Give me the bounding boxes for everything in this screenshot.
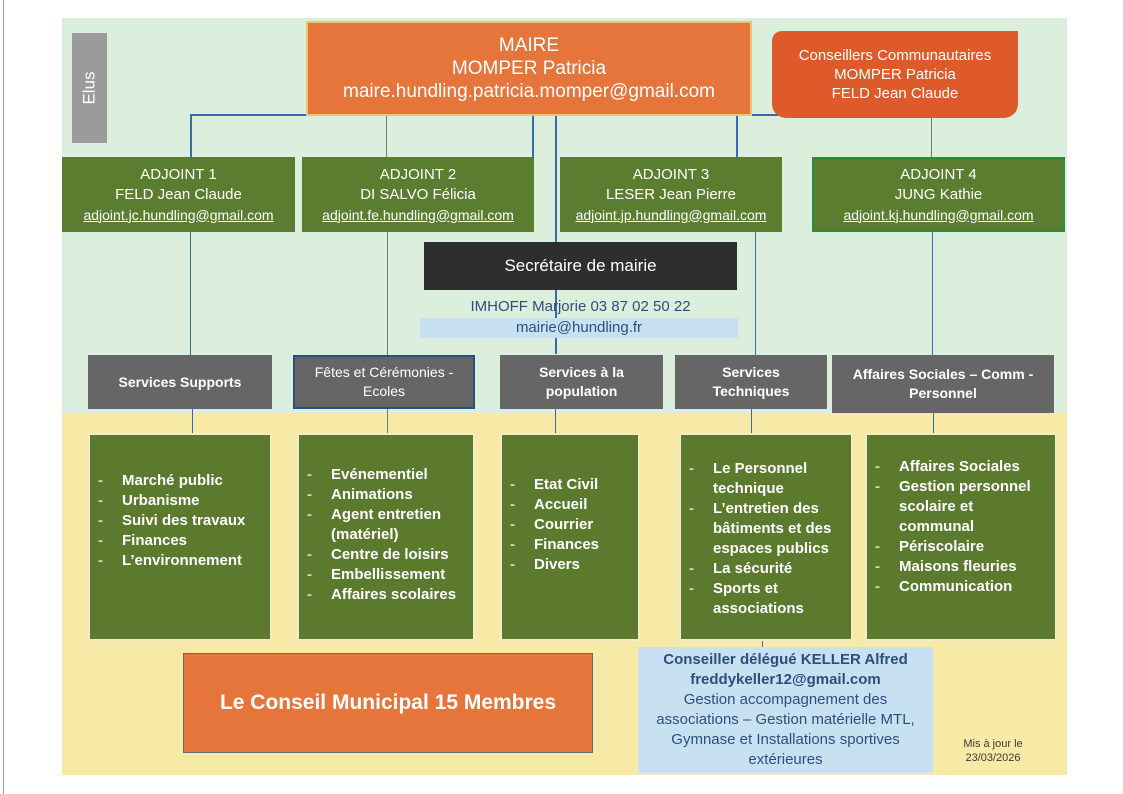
list-item: -Sports et associations [689, 580, 804, 617]
deputy-3-box: ADJOINT 3 LESER Jean Pierre adjoint.jp.h… [560, 157, 782, 232]
deputy-name: FELD Jean Claude [115, 185, 242, 203]
service-header-supports: Services Supports [88, 355, 272, 409]
list-item: -L’entretien des bâtiments et des espace… [689, 500, 832, 557]
list-item: -Affaires Sociales [875, 458, 1020, 475]
page-edge [3, 0, 4, 794]
deputy-1-box: ADJOINT 1 FELD Jean Claude adjoint.jc.hu… [62, 157, 295, 232]
list-item: -Finances [510, 536, 600, 553]
mayor-name: MOMPER Patricia [451, 58, 607, 79]
deputy-name: JUNG Kathie [894, 185, 983, 203]
community-councillors-title: Conseillers Communautaires [798, 47, 992, 64]
connector-line [555, 114, 557, 354]
connector-line [190, 114, 192, 158]
connector-line [532, 116, 534, 158]
delegate-email[interactable]: freddykeller12@gmail.com [690, 671, 881, 688]
deputy-name: DI SALVO Félicia [360, 185, 476, 203]
list-item: -Périscolaire [875, 538, 985, 555]
task-list-techniques: -Le Personnel technique -L’entretien des… [679, 433, 853, 641]
list-item: -Suivi des travaux [98, 512, 246, 529]
task-list-social: -Affaires Sociales -Gestion personnel sc… [865, 433, 1057, 641]
list-item: -Gestion personnel scolaire et communal [875, 478, 1031, 535]
secretary-contact: IMHOFF Marjorie 03 87 02 50 22 [470, 298, 691, 315]
task-list-population: -Etat Civil -Accueil -Courrier -Finances… [500, 433, 640, 641]
community-councillor-name: MOMPER Patricia [834, 66, 956, 83]
connector-line [736, 114, 738, 158]
list-item: -Affaires scolaires [307, 586, 457, 603]
connector-line [192, 409, 193, 435]
connector-line [762, 641, 763, 649]
municipal-council-box: Le Conseil Municipal 15 Membres [183, 653, 593, 753]
task-list-fetes: -Evénementiel -Animations -Agent entreti… [297, 433, 475, 641]
delegate-councillor-box: Conseiller délégué KELLER Alfred freddyk… [638, 647, 933, 773]
service-header-population: Services à la population [500, 355, 663, 409]
deputy-email-link[interactable]: adjoint.jc.hundling@gmail.com [83, 206, 274, 223]
mayor-email[interactable]: maire.hundling.patricia.momper@gmail.com [343, 81, 715, 102]
deputy-email-link[interactable]: adjoint.jp.hundling@gmail.com [575, 206, 767, 223]
connector-line [387, 232, 388, 356]
list-item: -Embellissement [307, 566, 446, 583]
secretary-title: Secrétaire de mairie [504, 256, 657, 275]
connector-line [751, 409, 752, 435]
delegate-title: Conseiller délégué KELLER Alfred [663, 651, 908, 668]
list-item: -Accueil [510, 496, 588, 513]
list-item: -Evénementiel [307, 466, 428, 483]
service-label: Affaires Sociales – Comm - Personnel [852, 366, 1034, 401]
connector-line [932, 232, 933, 356]
connector-line [555, 409, 556, 435]
connector-line [190, 114, 308, 116]
mayor-title: MAIRE [498, 35, 560, 56]
list-item: -Etat Civil [510, 476, 599, 493]
list-item: -La sécurité [689, 560, 793, 577]
delegate-description: Gestion accompagnement des associations … [656, 691, 915, 768]
mayor-box: MAIRE MOMPER Patricia maire.hundling.pat… [306, 21, 752, 116]
elus-label: Elus [72, 33, 107, 143]
service-header-techniques: Services Techniques [675, 355, 827, 409]
task-list-supports: -Marché public -Urbanisme -Suivi des tra… [88, 433, 272, 641]
list-item: -Urbanisme [98, 492, 200, 509]
community-councillor-name: FELD Jean Claude [831, 85, 959, 102]
service-label: Services Techniques [712, 364, 790, 399]
connector-line [755, 232, 756, 356]
list-item: -Animations [307, 486, 413, 503]
deputy-title: ADJOINT 1 [140, 165, 217, 183]
service-header-social: Affaires Sociales – Comm - Personnel [832, 355, 1054, 413]
secretary-box: Secrétaire de mairie [424, 242, 737, 290]
deputy-title: ADJOINT 4 [900, 165, 977, 183]
deputy-2-box: ADJOINT 2 DI SALVO Félicia adjoint.fe.hu… [302, 157, 534, 232]
service-label: Fêtes et Cérémonies - Ecoles [314, 364, 454, 399]
elus-label-text: Elus [79, 71, 99, 105]
municipal-council-label: Le Conseil Municipal 15 Membres [219, 691, 557, 714]
service-header-fetes: Fêtes et Cérémonies - Ecoles [293, 355, 475, 409]
list-item: -Courrier [510, 516, 594, 533]
secretary-email[interactable]: mairie@hundling.fr [420, 318, 738, 338]
list-item: -Marché public [98, 472, 223, 489]
service-label: Services à la population [539, 364, 624, 399]
community-councillors-box: Conseillers Communautaires MOMPER Patric… [772, 31, 1018, 118]
list-item: -Maisons fleuries [875, 558, 1017, 575]
deputy-email-link[interactable]: adjoint.kj.hundling@gmail.com [843, 206, 1034, 223]
list-item: -Communication [875, 578, 1013, 595]
deputy-email-link[interactable]: adjoint.fe.hundling@gmail.com [322, 206, 514, 223]
list-item: -Agent entretien (matériel) [307, 506, 442, 543]
connector-line [387, 409, 388, 435]
list-item: -Divers [510, 556, 580, 573]
list-item: -Centre de loisirs [307, 546, 449, 563]
deputy-name: LESER Jean Pierre [605, 185, 737, 203]
list-item: -Le Personnel technique [689, 460, 808, 497]
deputy-title: ADJOINT 2 [379, 165, 457, 183]
last-updated-date: 23/03/2026 [965, 752, 1021, 764]
connector-line [386, 116, 387, 158]
connector-line [931, 114, 932, 158]
connector-line [190, 232, 191, 356]
connector-line [933, 413, 934, 435]
deputy-4-box: ADJOINT 4 JUNG Kathie adjoint.kj.hundlin… [812, 157, 1065, 232]
last-updated: Mis à jour le 23/03/2026 [948, 737, 1038, 765]
list-item: -L’environnement [98, 552, 243, 569]
last-updated-label: Mis à jour le [963, 738, 1023, 750]
deputy-title: ADJOINT 3 [632, 165, 710, 183]
service-label: Services Supports [118, 373, 242, 390]
list-item: -Finances [98, 532, 188, 549]
